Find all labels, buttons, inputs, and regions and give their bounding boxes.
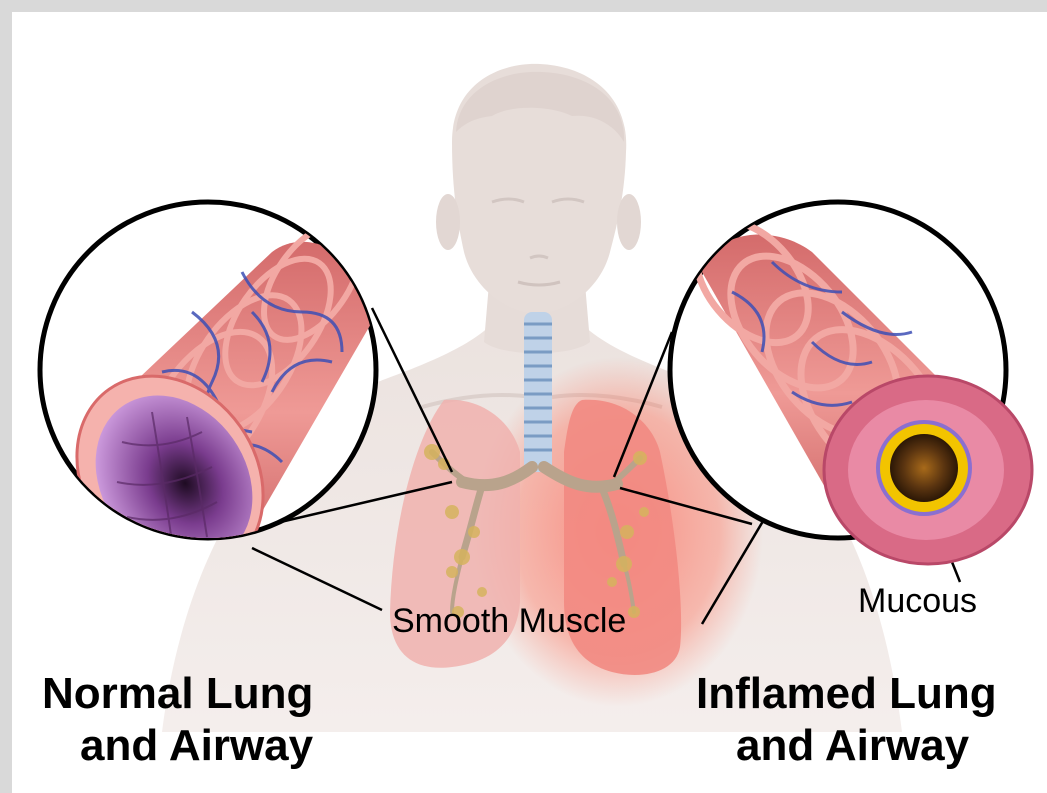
normal-title-line1: Normal Lung	[42, 669, 313, 718]
mucous-label: Mucous	[858, 582, 977, 620]
inflamed-title-line2: and Airway	[736, 721, 970, 770]
diagram-canvas: Smooth Muscle Mucous Normal Lung and Air…	[12, 12, 1047, 793]
inflamed-title-line1: Inflamed Lung	[696, 669, 997, 718]
trachea	[524, 312, 552, 472]
inflamed-airway-cross-section	[824, 376, 1032, 564]
normal-title-line2: and Airway	[80, 721, 314, 770]
smooth-muscle-label: Smooth Muscle	[392, 602, 626, 640]
asthma-diagram: Smooth Muscle Mucous Normal Lung and Air…	[12, 12, 1047, 793]
